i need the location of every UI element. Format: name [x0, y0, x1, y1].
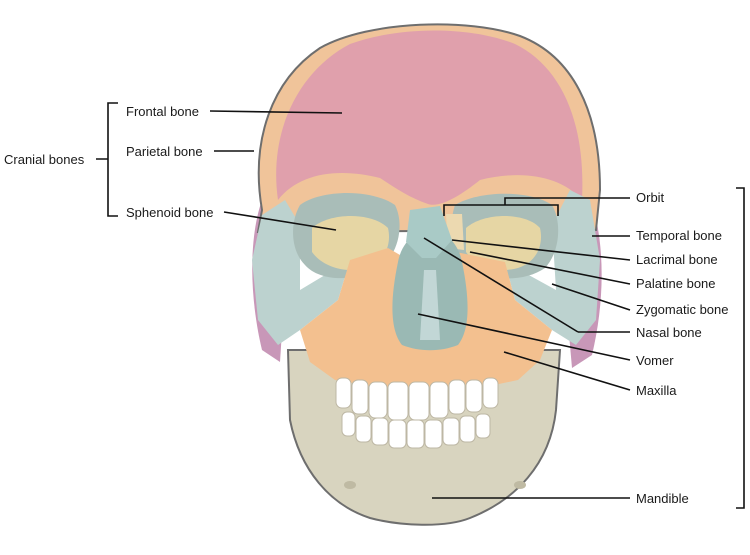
- nasal-bone-label: Nasal bone: [636, 325, 702, 340]
- sphenoid-bone-label: Sphenoid bone: [126, 205, 213, 220]
- lacrimal-leader: [451, 239, 631, 261]
- orbit-bracket: [443, 197, 630, 216]
- maxilla-leader: [503, 351, 631, 391]
- zygomatic-bone-label: Zygomatic bone: [636, 302, 729, 317]
- cranial-bones-label: Cranial bones: [4, 152, 85, 167]
- vomer-label: Vomer: [636, 353, 674, 368]
- maxilla-label: Maxilla: [636, 383, 677, 398]
- cranial-bracket: [96, 102, 118, 217]
- mandible-label: Mandible: [636, 491, 689, 506]
- facial-bracket: [736, 187, 745, 509]
- sphenoid-leader: [223, 211, 337, 231]
- vomer-shape: [420, 270, 440, 340]
- mental-foramen-right: [514, 481, 526, 489]
- sphenoid-right-shape: [466, 216, 542, 271]
- frontal-shape: [276, 30, 583, 205]
- palatine-leader: [469, 251, 631, 285]
- teeth: [335, 377, 499, 449]
- vomer-leader: [417, 313, 631, 361]
- nasal-leader: [423, 237, 579, 333]
- parietal-bone-label: Parietal bone: [126, 144, 203, 159]
- zygomatic-left-shape: [252, 200, 350, 345]
- frontal-leader: [209, 110, 343, 114]
- zygomatic-leader: [551, 283, 631, 311]
- mental-foramen-left: [344, 481, 356, 489]
- nasal-bone-shape: [406, 206, 452, 258]
- palatine-bone-label: Palatine bone: [636, 276, 716, 291]
- orbit-label: Orbit: [636, 190, 665, 205]
- lacrimal-bone-label: Lacrimal bone: [636, 252, 718, 267]
- temporal-bone-label: Temporal bone: [636, 228, 722, 243]
- frontal-bone-label: Frontal bone: [126, 104, 199, 119]
- zygomatic-right-shape: [505, 190, 600, 345]
